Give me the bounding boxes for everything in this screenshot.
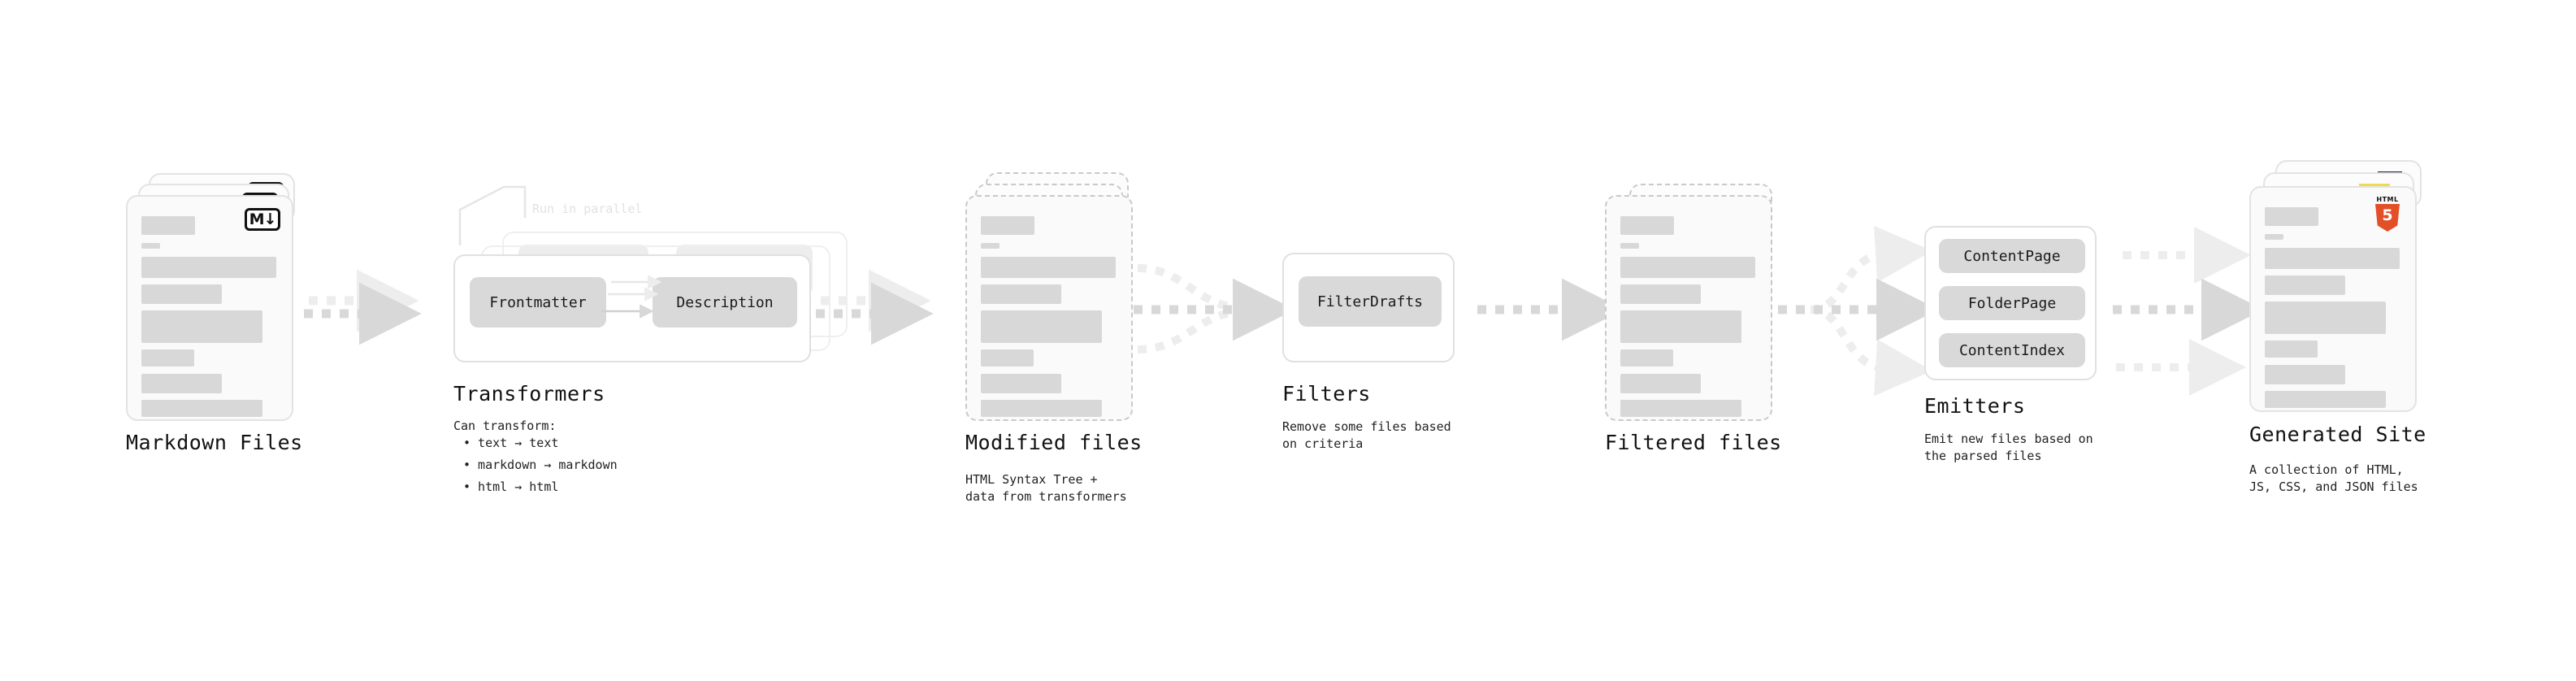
skeleton-bar xyxy=(2265,340,2318,358)
pill-folderpage[interactable]: FolderPage xyxy=(1939,286,2085,320)
emitters-title: Emitters xyxy=(1924,394,2026,418)
pill-filterdrafts[interactable]: FilterDrafts xyxy=(1299,276,1442,327)
transformers-caption-heading: Can transform: xyxy=(453,419,557,433)
skeleton-bar xyxy=(981,310,1102,343)
filters-box[interactable]: FilterDrafts xyxy=(1282,253,1455,362)
markdown-icon: M↓ xyxy=(245,208,280,231)
skeleton-bar xyxy=(2265,301,2386,334)
skeleton-bar xyxy=(2265,234,2283,240)
transformers-caption-item-1: • markdown → markdown xyxy=(463,458,618,472)
html5-shield: 5 xyxy=(2375,204,2400,232)
modified-card-front xyxy=(965,195,1133,421)
skeleton-bar xyxy=(1620,310,1741,343)
skeleton-bar xyxy=(2265,248,2400,269)
generated-site-caption: A collection of HTML, JS, CSS, and JSON … xyxy=(2249,462,2418,494)
skeleton-bar xyxy=(2265,365,2345,384)
skeleton-bar xyxy=(1620,374,1701,393)
pill-description[interactable]: Description xyxy=(653,277,797,327)
html5-five: 5 xyxy=(2382,206,2393,224)
arrow-filtered-to-emitters xyxy=(1778,225,1939,397)
skeleton-bar xyxy=(2265,275,2345,295)
skeleton-bar xyxy=(141,243,160,249)
emitters-box[interactable]: ContentPage FolderPage ContentIndex xyxy=(1924,226,2097,380)
skeleton-bar xyxy=(1620,216,1674,235)
transformers-caption-item-2: • html → html xyxy=(463,479,559,494)
markdown-card-front: M↓ xyxy=(126,195,293,421)
skeleton-bar xyxy=(141,216,195,235)
modified-files-title: Modified files xyxy=(965,431,1143,454)
skeleton-bar xyxy=(141,374,222,393)
modified-files-caption: HTML Syntax Tree + data from transformer… xyxy=(965,472,1127,504)
skeleton-bar xyxy=(141,284,222,304)
skeleton-bar xyxy=(141,257,276,278)
skeleton-bar xyxy=(981,374,1061,393)
skeleton-bar xyxy=(1620,349,1673,367)
skeleton-bar xyxy=(981,243,1000,249)
filters-caption: Remove some files based on criteria xyxy=(1282,419,1451,451)
filtered-card-front xyxy=(1605,195,1772,421)
skeleton-bar xyxy=(1620,243,1639,249)
skeleton-bar xyxy=(981,400,1102,417)
skeleton-bar xyxy=(2265,207,2318,226)
pill-contentindex[interactable]: ContentIndex xyxy=(1939,333,2085,367)
transformers-title: Transformers xyxy=(453,382,605,406)
emitters-caption: Emit new files based on the parsed files xyxy=(1924,432,2093,463)
arrow-emitters-to-site xyxy=(2113,227,2264,396)
pill-frontmatter[interactable]: Frontmatter xyxy=(470,277,606,327)
skeleton-bar xyxy=(141,400,262,417)
arrow-markdown-to-transformers xyxy=(304,269,422,345)
skeleton-bar xyxy=(141,349,194,367)
arrow-modified-to-filters xyxy=(1134,264,1295,354)
skeleton-bar xyxy=(1620,257,1755,278)
skeleton-bar xyxy=(1620,284,1701,304)
skeleton-bar xyxy=(981,349,1034,367)
skeleton-bar xyxy=(981,284,1061,304)
skeleton-bar xyxy=(2265,391,2386,408)
filtered-files-title: Filtered files xyxy=(1605,431,1782,454)
pill-contentpage[interactable]: ContentPage xyxy=(1939,239,2085,273)
run-in-parallel-label: Run in parallel xyxy=(532,202,643,216)
skeleton-bar xyxy=(1620,400,1741,417)
html5-wordmark: HTML xyxy=(2376,196,2399,203)
transformer-box-front[interactable]: Frontmatter Description xyxy=(453,254,811,362)
filters-title: Filters xyxy=(1282,382,1371,406)
markdown-files-title: Markdown Files xyxy=(126,431,303,454)
transformers-caption-item-0: • text → text xyxy=(463,436,559,450)
html5-icon: HTML 5 xyxy=(2371,196,2404,233)
skeleton-bar xyxy=(981,216,1034,235)
site-card-front: HTML 5 xyxy=(2249,186,2417,412)
skeleton-bar xyxy=(981,257,1116,278)
skeleton-bar xyxy=(141,310,262,343)
generated-site-title: Generated Site xyxy=(2249,423,2426,446)
